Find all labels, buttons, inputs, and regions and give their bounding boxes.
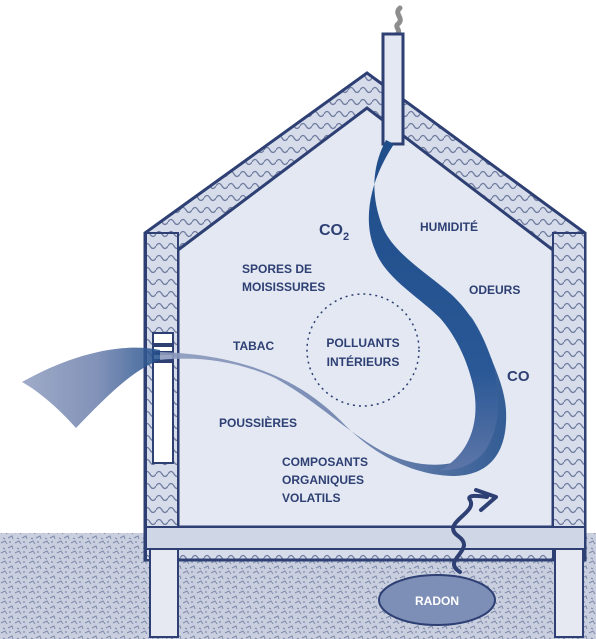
label-polluants-line2: INTÉRIEURS (327, 354, 400, 369)
label-co2: CO2 (319, 222, 349, 243)
window-vent-slat (153, 343, 173, 347)
foundation-left (149, 548, 179, 638)
label-tabac: TABAC (233, 339, 274, 353)
label-spores-line1: SPORES DE (242, 262, 312, 276)
air-flow-outlet (22, 347, 160, 428)
label-composants-line2: ORGANIQUES (282, 473, 364, 487)
radon-arrow-head (474, 488, 498, 512)
label-odeurs: ODEURS (469, 283, 520, 297)
label-composants-line3: VOLATILS (282, 491, 340, 505)
label-poussieres: POUSSIÈRES (219, 415, 297, 430)
floor-slab (145, 526, 586, 550)
radon-source (378, 574, 496, 626)
chimney-plume (368, 140, 499, 471)
label-humidite: HUMIDITÉ (420, 219, 478, 234)
right-wall (552, 232, 586, 561)
radon-flow-arrow (451, 493, 489, 574)
window-opening (152, 332, 174, 464)
label-co: CO (507, 368, 530, 385)
label-polluants-line1: POLLUANTS (326, 336, 399, 350)
window-vent-slat (153, 359, 173, 363)
label-radon: RADON (415, 594, 459, 608)
label-composants-line1: COMPOSANTS (282, 455, 368, 469)
foundation-right (554, 548, 584, 638)
chimney (381, 32, 405, 146)
label-spores-line2: MOISISSURES (242, 280, 325, 294)
pollutants-circle (306, 293, 420, 407)
smoke-wisp (394, 5, 403, 36)
